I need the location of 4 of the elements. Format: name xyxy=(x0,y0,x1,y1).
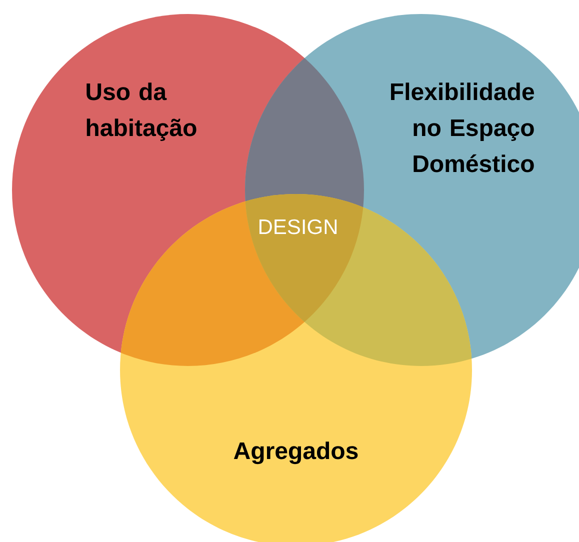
circle-label: Uso da habitação xyxy=(86,82,196,141)
circle-label: Flexibilidade no Espaço Doméstico xyxy=(391,82,534,172)
center-label: DESIGN xyxy=(259,219,337,234)
circle-label: Agregados xyxy=(234,442,358,464)
